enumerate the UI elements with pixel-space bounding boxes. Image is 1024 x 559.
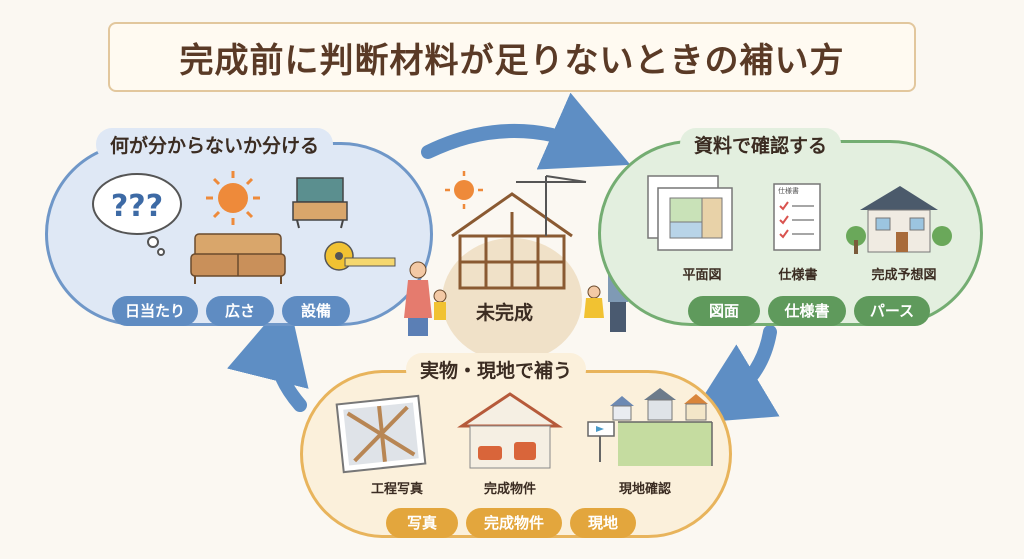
tag-photos: 写真 [386,508,458,538]
tag-equipment: 設備 [282,296,350,326]
caption-process-photos: 工程写真 [370,482,423,497]
tape-measure-icon [324,241,396,271]
documents-heading: 資料で確認する [680,128,842,161]
sun-icon [206,171,260,225]
tag-space: 広さ [206,296,274,326]
center-label: 未完成 [476,302,534,324]
caption-completed-homes: 完成物件 [483,482,536,497]
spec-sheet-label: 仕様書 [778,187,799,195]
identify-illustrations: ??? [92,171,396,284]
onsite-heading: 実物・現地で補う [406,353,587,386]
sun-icon [445,171,483,209]
documents-illustrations [647,175,952,254]
construction-photo-icon [335,394,427,474]
caption-floor-plan: 平面図 [682,268,722,283]
spec-sheet-icon [773,183,821,251]
tag-specs: 仕様書 [768,296,846,326]
house-rendering-icon [846,186,952,254]
arrow-top [421,92,631,170]
family-left-icon [404,261,447,336]
house-frame-icon [451,192,573,290]
onsite-illustrations [335,388,713,474]
title-box: 完成前に判断材料が足りないときの補い方 [108,22,916,92]
page-title: 完成前に判断材料が足りないときの補い方 [179,40,845,81]
tag-drawings: 図面 [688,296,760,326]
caption-spec: 仕様書 [778,268,818,283]
construction-illustration [404,171,628,362]
identify-heading: 何が分からないか分ける [96,128,334,161]
completed-home-icon [457,392,563,469]
arrow-left [227,297,309,412]
caption-site-visit: 現地確認 [618,482,671,497]
sofa-icon [190,233,286,284]
caption-rendering: 完成予想図 [871,268,937,283]
tv-cabinet-icon [292,177,348,229]
question-marks-icon: ??? [92,173,182,256]
svg-text:???: ??? [111,189,163,224]
crane-icon [516,175,587,236]
tag-perspective: パース [854,296,930,326]
tag-site: 現地 [570,508,636,538]
tag-completed-homes: 完成物件 [466,508,562,538]
tag-sunlight: 日当たり [112,296,198,326]
floor-plan-icon [647,175,733,251]
arrow-right [685,325,780,424]
site-visit-icon [587,388,713,466]
